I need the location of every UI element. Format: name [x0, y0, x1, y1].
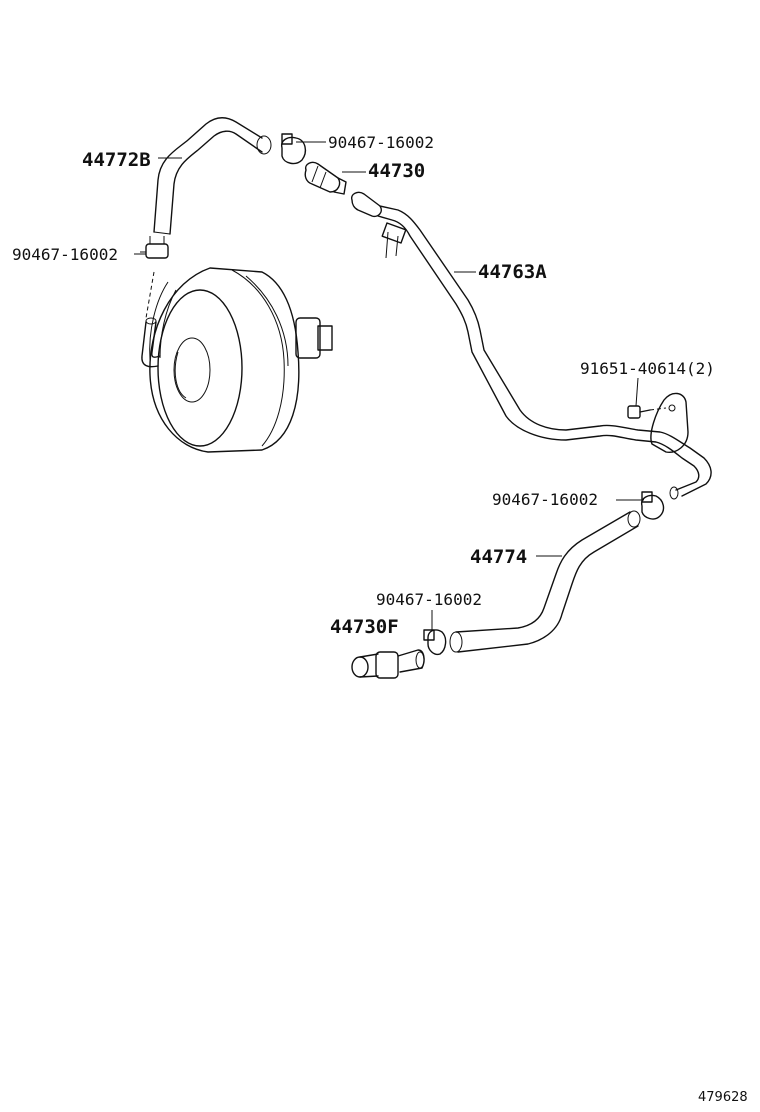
clip-left — [140, 236, 169, 259]
label-hose-lower: 44774 — [470, 546, 527, 568]
hose-44772b — [153, 117, 272, 235]
clip-bottom — [423, 629, 447, 656]
clip-mid — [641, 491, 665, 520]
hose-44774 — [449, 510, 641, 653]
label-clip-bottom: 90467-16002 — [376, 590, 482, 609]
label-pipe: 44763A — [478, 261, 547, 283]
clip-top — [281, 133, 307, 165]
label-clip-left: 90467-16002 — [12, 245, 118, 264]
bolt — [627, 405, 667, 419]
label-check-valve: 44730 — [368, 160, 425, 182]
label-clip-top: 90467-16002 — [328, 133, 434, 152]
union-44730f — [351, 649, 425, 679]
reference-number: 479628 — [698, 1090, 748, 1105]
label-bolt: 91651-40614(2) — [580, 359, 715, 378]
brake-booster — [141, 267, 333, 453]
check-valve — [304, 161, 347, 195]
leader-lines — [134, 141, 644, 630]
label-union: 44730F — [330, 616, 399, 638]
pipe-44763a — [351, 191, 712, 500]
label-clip-mid: 90467-16002 — [492, 490, 598, 509]
label-hose-upper: 44772B — [82, 149, 151, 171]
